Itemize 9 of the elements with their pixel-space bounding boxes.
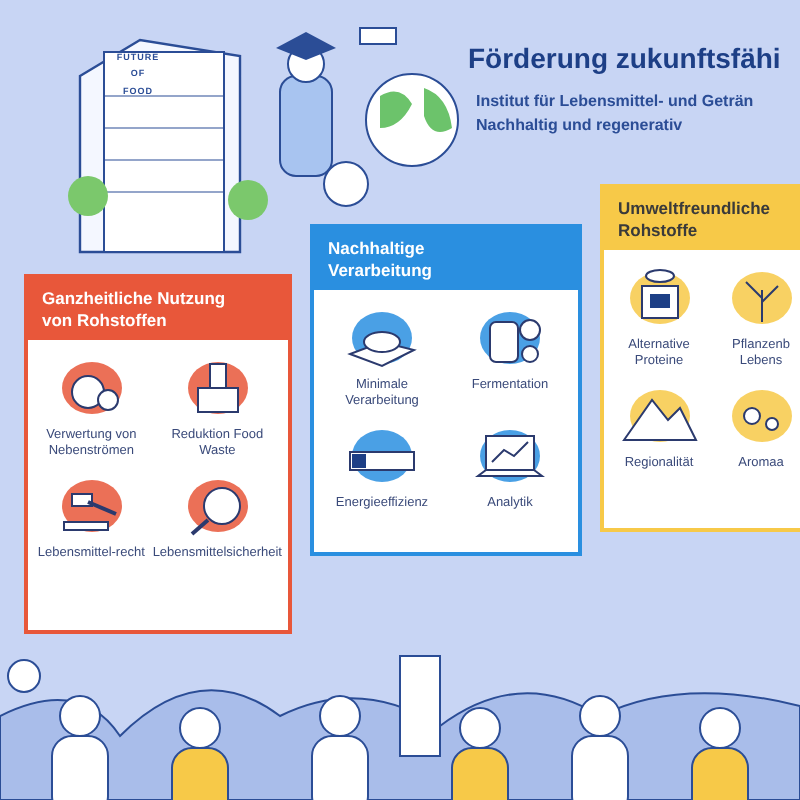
- panel-heading: Nachhaltige Verarbeitung: [314, 228, 578, 291]
- subtitle: Nachhaltig und regenerativ: [476, 116, 683, 134]
- subtitle: Institut für Lebensmittel- und Geträn: [476, 92, 754, 110]
- topic-panel: [24, 274, 292, 634]
- panel-heading: Umweltfreundliche Rohstoffe: [604, 188, 800, 251]
- topic-panel: [310, 224, 582, 556]
- title: Förderung zukunftsfähi: [468, 42, 781, 74]
- panel-heading: Ganzheitliche Nutzung von Rohstoffen: [28, 278, 288, 341]
- topic-panel: [600, 184, 800, 532]
